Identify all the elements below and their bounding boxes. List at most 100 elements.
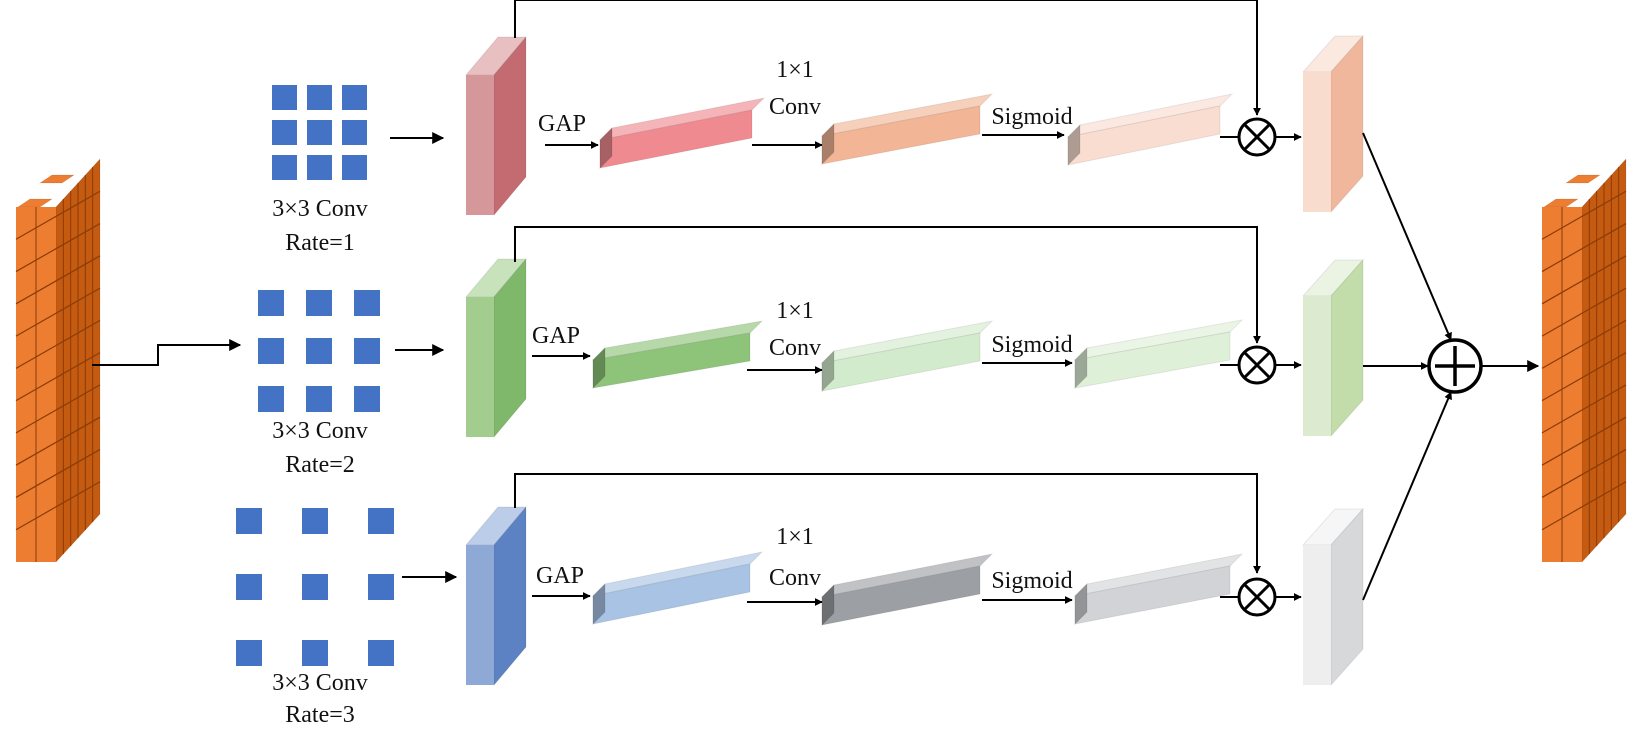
weighted-feature-block: [1301, 258, 1365, 438]
brick-line: [15, 223, 101, 273]
gap-vector: [591, 320, 764, 390]
rate-label: Rate=1: [285, 230, 355, 256]
kernel-cell: [354, 338, 380, 364]
kernel-label: 3×3 Conv: [272, 196, 368, 222]
kernel-label: 3×3 Conv: [272, 670, 368, 696]
input-connector: [92, 339, 242, 366]
block-front-face: [1303, 296, 1331, 436]
kernel-cell: [368, 640, 394, 666]
branch-rate-3: 3×3 Conv Rate=3 GAP 1×1 Conv Sigmoid: [236, 391, 1452, 728]
kernel-cell: [258, 386, 284, 412]
kernel-cell: [272, 120, 297, 145]
brick-line: [15, 352, 101, 402]
block-front-face: [1303, 545, 1331, 685]
kernel-cell: [236, 508, 262, 534]
conv-label-1: 1×1: [776, 524, 814, 550]
conv-label-2: Conv: [769, 565, 821, 591]
kernel-label: 3×3 Conv: [272, 418, 368, 444]
kernel-cell: [342, 85, 367, 110]
bar-end-face: [1074, 346, 1088, 390]
gap-label: GAP: [532, 323, 580, 349]
attention-vector: [1073, 319, 1244, 390]
sigmoid-label: Sigmoid: [991, 568, 1072, 594]
kernel-cell: [342, 120, 367, 145]
kernel-cell: [236, 574, 262, 600]
kernel-cell: [272, 155, 297, 180]
brick-line: [1541, 255, 1627, 305]
gap-label: GAP: [536, 563, 584, 589]
multiply-icon: [1237, 577, 1277, 617]
brick-line: [15, 319, 101, 369]
kernel-cell: [307, 155, 332, 180]
brick-top: [16, 198, 54, 208]
output-feature-map: [1541, 157, 1627, 564]
bar-end-face: [592, 346, 606, 390]
brick-line: [1541, 223, 1627, 273]
gap-label: GAP: [538, 111, 586, 137]
kernel-cell: [354, 290, 380, 316]
brick-line: [1541, 287, 1627, 337]
kernel-cell: [354, 386, 380, 412]
kernel-cell: [302, 508, 328, 534]
kernel-cell: [272, 85, 297, 110]
bar-end-face: [821, 349, 835, 393]
skip-connection: [514, 473, 1261, 574]
multiply-icon: [1237, 345, 1277, 385]
bar-end-face: [821, 583, 835, 627]
bar-end-face: [1067, 123, 1081, 167]
brick-top: [1564, 174, 1602, 184]
brick-line: [15, 190, 101, 240]
brick-line: [15, 287, 101, 337]
input-feature-map: [15, 157, 101, 564]
bar-end-face: [1074, 582, 1088, 626]
conv-label-2: Conv: [769, 94, 821, 120]
weighted-feature-block: [1301, 507, 1365, 687]
kernel-cell: [307, 120, 332, 145]
feature-block: [464, 257, 528, 439]
brick-line: [15, 448, 101, 498]
brick-top: [38, 174, 76, 184]
brick-line: [1541, 190, 1627, 240]
brick-line: [1541, 416, 1627, 466]
kernel-cell: [258, 290, 284, 316]
kernel-cell: [302, 640, 328, 666]
kernel-cell: [342, 155, 367, 180]
bar-end-face: [592, 582, 606, 626]
brick-line: [1541, 448, 1627, 498]
brick-top: [1542, 198, 1580, 208]
conv-vector: [820, 320, 994, 393]
block-front-face: [466, 545, 494, 685]
dilated-kernel-rate-2: [258, 290, 380, 412]
conv-label-1: 1×1: [776, 57, 814, 83]
sigmoid-label: Sigmoid: [991, 332, 1072, 358]
dilated-kernel-rate-3: [236, 508, 394, 666]
kernel-cell: [306, 386, 332, 412]
bar-end-face: [599, 126, 613, 170]
sigmoid-label: Sigmoid: [991, 104, 1072, 130]
kernel-cell: [306, 290, 332, 316]
conv-label-1: 1×1: [776, 298, 814, 324]
rate-label: Rate=3: [285, 702, 355, 728]
sum-arrow: [1362, 391, 1452, 601]
kernel-cell: [368, 574, 394, 600]
skip-connection: [514, 226, 1261, 344]
feature-block: [464, 505, 528, 687]
kernel-cell: [368, 508, 394, 534]
brick-line: [15, 255, 101, 305]
branch-rate-1: 3×3 Conv Rate=1 GAP 1×1 Conv Sigmoid: [272, 0, 1452, 341]
multiply-icon: [1237, 117, 1277, 157]
add-icon: [1427, 338, 1483, 394]
sum-arrow: [1362, 132, 1452, 341]
attention-vector: [1073, 553, 1244, 626]
skip-connection: [514, 0, 1261, 116]
brick-line: [1541, 384, 1627, 434]
branch-rate-2: 3×3 Conv Rate=2 GAP 1×1 Conv Sigmoid: [258, 226, 1429, 478]
kernel-cell: [258, 338, 284, 364]
gap-vector: [598, 97, 766, 170]
brick-line: [15, 384, 101, 434]
brick-line: [1541, 319, 1627, 369]
attention-vector: [1066, 93, 1234, 167]
brick-line: [15, 481, 101, 531]
block-front-face: [466, 297, 494, 437]
gap-vector: [591, 551, 764, 626]
